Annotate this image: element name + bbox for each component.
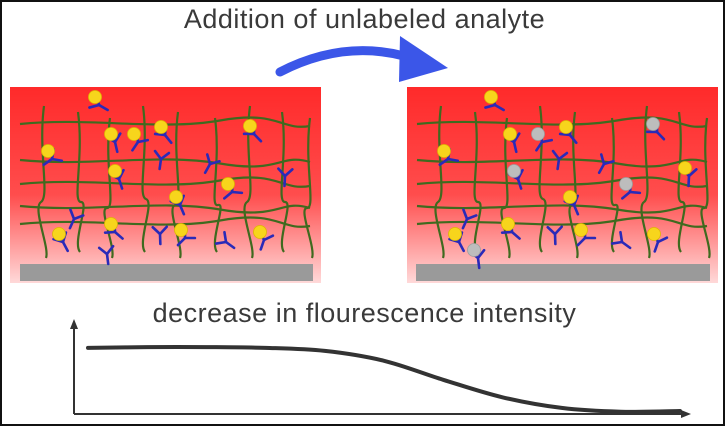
labeled-analyte-dot [254, 226, 267, 239]
unlabeled-analyte-dot [647, 118, 660, 131]
labeled-analyte-dot [105, 128, 118, 141]
curved-arrow-icon [280, 36, 448, 82]
labeled-analyte-dot [175, 224, 188, 237]
labeled-analyte-dot [648, 228, 661, 241]
labeled-analyte-dot [449, 228, 462, 241]
labeled-analyte-dot [155, 121, 168, 134]
labeled-analyte-dot [504, 128, 517, 141]
labeled-analyte-dot [128, 128, 141, 141]
labeled-analyte-dot [170, 191, 183, 204]
bottom-caption: decrease in flourescence intensity [2, 298, 725, 329]
labeled-analyte-dot [485, 91, 498, 104]
labeled-analyte-dot [560, 121, 573, 134]
unlabeled-analyte-dot [468, 244, 481, 257]
substrate-bar [20, 264, 313, 281]
labeled-analyte-dot [222, 178, 235, 191]
labeled-analyte-dot [89, 91, 102, 104]
panel-before [10, 87, 321, 283]
labeled-analyte-dot [575, 224, 588, 237]
labeled-analyte-dot [42, 145, 55, 158]
labeled-analyte-dot [53, 228, 66, 241]
top-caption: Addition of unlabeled analyte [2, 4, 725, 35]
labeled-analyte-dot [564, 191, 577, 204]
labeled-analyte-dot [105, 218, 118, 231]
substrate-bar [416, 264, 710, 281]
labeled-analyte-dot [438, 145, 451, 158]
intensity-plot [74, 324, 686, 414]
labeled-analyte-dot [502, 218, 515, 231]
unlabeled-analyte-dot [532, 128, 545, 141]
intensity-curve [88, 347, 680, 412]
labeled-analyte-dot [679, 162, 692, 175]
unlabeled-analyte-dot [620, 178, 633, 191]
panel-after [407, 87, 718, 283]
labeled-analyte-dot [244, 120, 257, 133]
unlabeled-analyte-dot [508, 165, 521, 178]
labeled-analyte-dot [109, 165, 122, 178]
